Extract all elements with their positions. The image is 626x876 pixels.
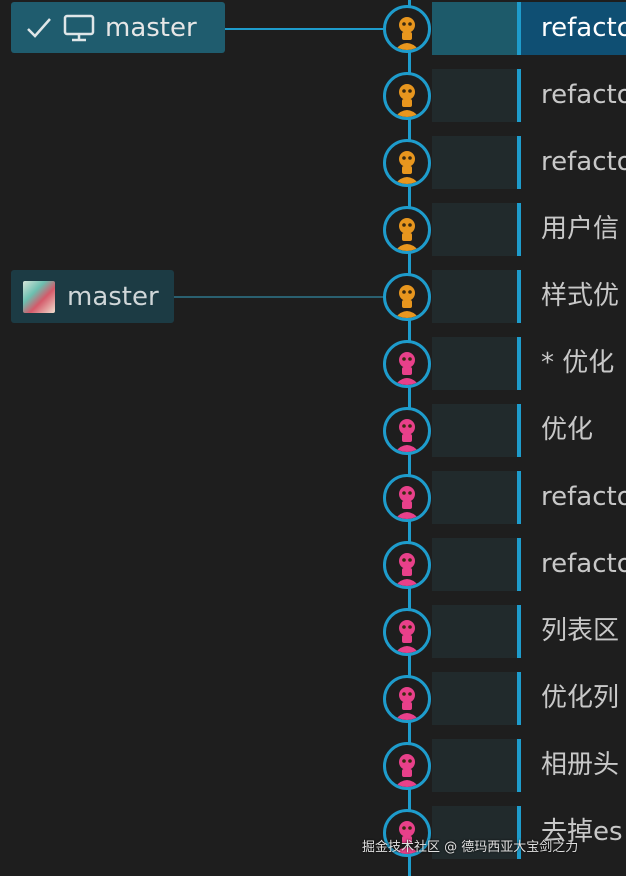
commit-node[interactable] [383, 809, 431, 857]
commit-row-background [432, 404, 520, 457]
commit-message: 相册头 [541, 750, 620, 780]
branch-name-remote: master [67, 281, 159, 312]
commit-row-background [432, 69, 520, 122]
commit-node[interactable] [383, 139, 431, 187]
author-avatar-icon [395, 754, 419, 787]
commit-row-background [432, 672, 520, 725]
commit-row-divider [517, 672, 521, 725]
author-avatar-icon [395, 553, 419, 586]
commit-node[interactable] [383, 5, 431, 53]
commit-node[interactable] [383, 675, 431, 723]
commit-row-divider [517, 337, 521, 390]
branch-label-local[interactable]: master [11, 2, 225, 53]
commit-row-divider [517, 2, 521, 55]
watermark: 掘金技术社区 @ 德玛西亚大宝剑之力 [362, 840, 579, 855]
author-avatar-icon [395, 218, 419, 251]
commit-message: refacto [541, 147, 626, 177]
commit-message: 用户信 [541, 214, 620, 244]
commit-message: refacto [541, 482, 626, 512]
monitor-icon [63, 14, 95, 42]
commit-row-divider [517, 538, 521, 591]
commit-node[interactable] [383, 474, 431, 522]
commit-message: 优化列 [541, 683, 620, 713]
commit-message: 去掉es [541, 817, 623, 847]
commit-row-divider [517, 69, 521, 122]
commit-row-divider [517, 739, 521, 792]
author-avatar-icon [395, 352, 419, 385]
author-avatar-icon [395, 285, 419, 318]
commit-node[interactable] [383, 273, 431, 321]
commit-message: refacto [541, 80, 626, 110]
commit-row-background [432, 739, 520, 792]
commit-row-divider [517, 203, 521, 256]
branch-connector-remote [174, 296, 386, 298]
commit-row-background [432, 136, 520, 189]
branch-connector-local [225, 28, 385, 30]
author-avatar-icon [395, 620, 419, 653]
head-highlight [521, 2, 626, 55]
commit-row-background [432, 337, 520, 390]
commit-node[interactable] [383, 206, 431, 254]
commit-row-divider [517, 270, 521, 323]
commit-row-divider [517, 605, 521, 658]
branch-name-local: master [105, 12, 197, 43]
author-avatar-icon [395, 151, 419, 184]
commit-row-divider [517, 471, 521, 524]
author-avatar-icon [395, 687, 419, 720]
commit-row-background [432, 806, 520, 859]
commit-message: * 优化 [541, 348, 615, 378]
commit-row-background [432, 203, 520, 256]
commit-message: 列表区 [541, 616, 620, 646]
commit-node[interactable] [383, 340, 431, 388]
commit-row-divider [517, 806, 521, 859]
author-avatar-icon [395, 419, 419, 452]
remote-avatar [23, 280, 55, 313]
commit-row-divider [517, 136, 521, 189]
commit-message: refacto [541, 549, 626, 579]
commit-row-background [432, 538, 520, 591]
commit-message: refacto [541, 13, 626, 43]
branch-label-remote[interactable]: master [11, 270, 174, 323]
commit-row-background [432, 2, 520, 55]
commit-row-background [432, 605, 520, 658]
commit-node[interactable] [383, 608, 431, 656]
commit-message: 优化 [541, 415, 594, 445]
commit-node[interactable] [383, 407, 431, 455]
author-avatar-icon [395, 821, 419, 854]
author-avatar-icon [395, 84, 419, 117]
commit-row-background [432, 471, 520, 524]
commit-node[interactable] [383, 541, 431, 589]
author-avatar-icon [395, 486, 419, 519]
check-icon [25, 16, 53, 40]
commit-message: 样式优 [541, 281, 620, 311]
author-avatar-icon [395, 17, 419, 50]
commit-node[interactable] [383, 742, 431, 790]
commit-node[interactable] [383, 72, 431, 120]
commit-row-background [432, 270, 520, 323]
commit-row-divider [517, 404, 521, 457]
